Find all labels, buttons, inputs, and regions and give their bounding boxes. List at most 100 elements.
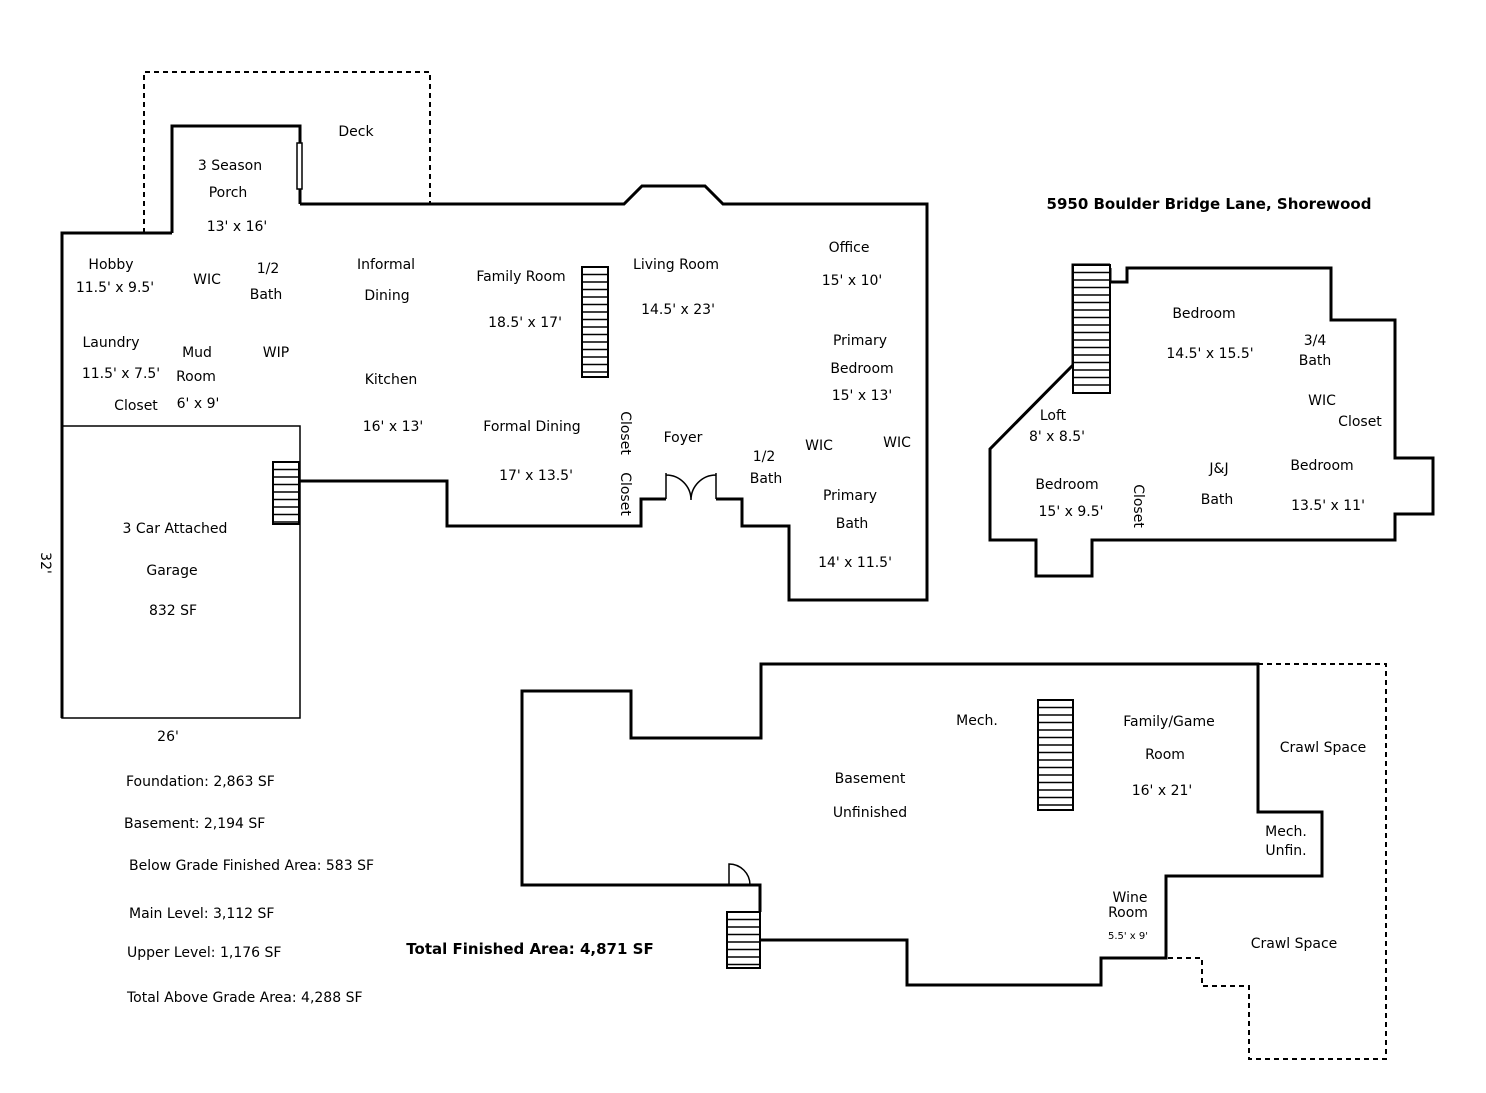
laundry-size: 11.5' x 7.5'	[82, 366, 160, 382]
upper-bedroom-3-size: 15' x 9.5'	[1039, 504, 1104, 520]
primary-bedroom-line2: Bedroom	[830, 361, 893, 377]
jj-bath-line2: Bath	[1201, 492, 1234, 508]
upper-bedroom-1-label: Bedroom	[1172, 306, 1235, 322]
living-room-label: Living Room	[633, 257, 719, 273]
garage-stairs	[272, 461, 300, 525]
living-room-size: 14.5' x 23'	[641, 302, 715, 318]
three-quarter-bath-line1: 3/4	[1304, 333, 1327, 349]
closet-label: Closet	[114, 398, 158, 414]
hobby-size: 11.5' x 9.5'	[76, 280, 154, 296]
mud-room-line1: Mud	[182, 345, 212, 361]
wic-left-label: WIC	[805, 438, 833, 454]
family-room-size: 18.5' x 17'	[488, 315, 562, 331]
stat-basement: Basement: 2,194 SF	[124, 816, 265, 832]
basement-walls	[520, 662, 1387, 1060]
upper-stairs	[1072, 264, 1111, 394]
upper-bedroom-3-label: Bedroom	[1035, 477, 1098, 493]
porch-door	[296, 142, 303, 190]
crawl-space-top-label: Crawl Space	[1280, 740, 1367, 756]
garage-dim-side: 32'	[37, 552, 53, 574]
kitchen-size: 16' x 13'	[363, 419, 424, 435]
mech-unfin-line2: Unfin.	[1265, 843, 1306, 859]
upper-wic-label: WIC	[1308, 393, 1336, 409]
laundry-label: Laundry	[82, 335, 139, 351]
loft-size: 8' x 8.5'	[1029, 429, 1085, 445]
hobby-label: Hobby	[88, 257, 133, 273]
family-game-line1: Family/Game	[1123, 714, 1214, 730]
loft-label: Loft	[1040, 408, 1067, 424]
closet-vertical-2: Closet	[617, 472, 633, 516]
mud-room-line2: Room	[176, 369, 216, 385]
primary-bath-line2: Bath	[836, 516, 869, 532]
garage-dim-bottom: 26'	[157, 729, 179, 745]
upper-level-walls	[988, 263, 1435, 578]
informal-dining-line2: Dining	[364, 288, 409, 304]
stat-foundation: Foundation: 2,863 SF	[126, 774, 275, 790]
formal-dining-label: Formal Dining	[483, 419, 580, 435]
family-room-stairs	[581, 266, 609, 378]
foyer-label: Foyer	[664, 430, 703, 446]
crawl-space-outline	[1166, 663, 1387, 1060]
upper-bedroom-1-size: 14.5' x 15.5'	[1166, 346, 1253, 362]
garage-area: 832 SF	[149, 603, 197, 619]
wic-label: WIC	[193, 272, 221, 288]
stat-main-level: Main Level: 3,112 SF	[129, 906, 274, 922]
family-game-line2: Room	[1145, 747, 1185, 763]
crawl-space-bottom-label: Crawl Space	[1251, 936, 1338, 952]
primary-bath-size: 14' x 11.5'	[818, 555, 892, 571]
deck-outline	[143, 71, 431, 233]
porch-size: 13' x 16'	[207, 219, 268, 235]
wic-right-label: WIC	[883, 435, 911, 451]
upper-bedroom-2-size: 13.5' x 11'	[1291, 498, 1365, 514]
main-house-outline	[300, 184, 929, 602]
mud-room-size: 6' x 9'	[177, 396, 220, 412]
half-bath-line2: Bath	[250, 287, 283, 303]
half-bath-2-line2: Bath	[750, 471, 783, 487]
family-room-label: Family Room	[476, 269, 565, 285]
wip-label: WIP	[263, 345, 289, 361]
porch-label-1: 3 Season	[198, 158, 262, 174]
address-title: 5950 Boulder Bridge Lane, Shorewood	[1047, 195, 1372, 213]
deck-label: Deck	[338, 124, 374, 140]
stat-below-grade: Below Grade Finished Area: 583 SF	[129, 858, 374, 874]
porch-wall	[170, 124, 302, 233]
basement-door	[728, 863, 751, 886]
office-label: Office	[829, 240, 870, 256]
mech-label: Mech.	[956, 713, 998, 729]
jj-bath-line1: J&J	[1208, 461, 1228, 477]
stat-upper-level: Upper Level: 1,176 SF	[127, 945, 281, 961]
basement-outline	[520, 662, 1324, 987]
family-game-size: 16' x 21'	[1132, 783, 1193, 799]
half-bath-2-line1: 1/2	[753, 449, 776, 465]
wine-room-size: 5.5' x 9'	[1108, 931, 1148, 942]
primary-bath-line1: Primary	[823, 488, 877, 504]
primary-bedroom-line1: Primary	[833, 333, 887, 349]
garage-line2: Garage	[146, 563, 197, 579]
closet-vertical-1: Closet	[617, 411, 633, 455]
garage-line1: 3 Car Attached	[123, 521, 228, 537]
left-wing-wall	[60, 231, 172, 426]
upper-bedroom-2-label: Bedroom	[1290, 458, 1353, 474]
basement-stairs-left	[726, 911, 761, 969]
basement-unfinished-line2: Unfinished	[833, 805, 907, 821]
formal-dining-size: 17' x 13.5'	[499, 468, 573, 484]
main-level-walls	[60, 71, 929, 719]
wine-room-line2: Room	[1108, 905, 1148, 921]
informal-dining-line1: Informal	[357, 257, 415, 273]
foyer-door	[665, 473, 717, 501]
mech-unfin-line1: Mech.	[1265, 824, 1307, 840]
kitchen-label: Kitchen	[365, 372, 418, 388]
primary-bedroom-size: 15' x 13'	[832, 388, 893, 404]
half-bath-line1: 1/2	[257, 261, 280, 277]
three-quarter-bath-line2: Bath	[1299, 353, 1332, 369]
porch-label-2: Porch	[209, 185, 248, 201]
upper-closet-label: Closet	[1338, 414, 1382, 430]
stat-total-above-grade: Total Above Grade Area: 4,288 SF	[126, 990, 363, 1006]
upper-level-outline	[988, 263, 1435, 578]
wine-room-line1: Wine	[1113, 890, 1148, 906]
office-size: 15' x 10'	[822, 273, 883, 289]
upper-closet-vertical: Closet	[1130, 484, 1146, 528]
basement-stairs-right	[1037, 699, 1074, 811]
total-finished-area: Total Finished Area: 4,871 SF	[406, 940, 653, 958]
